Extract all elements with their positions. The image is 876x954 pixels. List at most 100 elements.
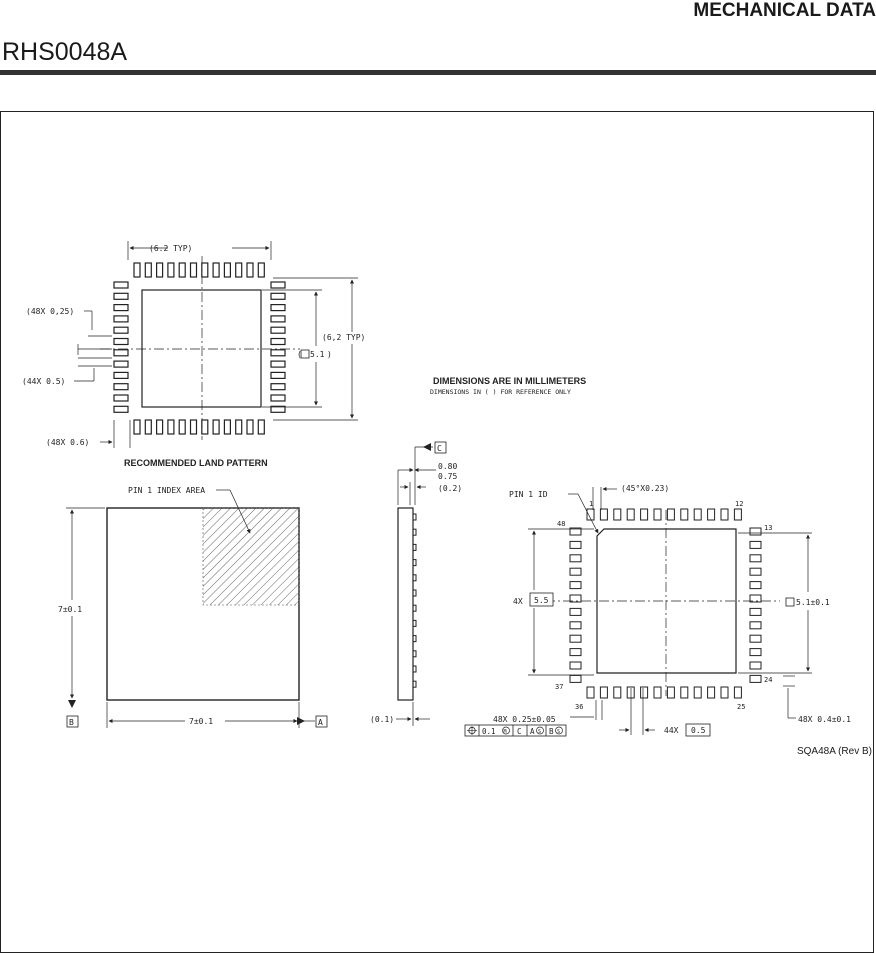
lead-pad bbox=[749, 554, 762, 563]
bottom-pads-right bbox=[749, 527, 762, 683]
pin-36-label: 36 bbox=[575, 703, 583, 711]
lead-pad bbox=[733, 686, 742, 699]
svg-text:C: C bbox=[437, 444, 442, 453]
lead-pad bbox=[749, 594, 762, 603]
land-pads-left bbox=[113, 281, 129, 413]
land-pad bbox=[113, 349, 129, 357]
side-view bbox=[396, 446, 436, 726]
land-pad bbox=[133, 262, 141, 278]
land-pad bbox=[156, 419, 164, 435]
position-tolerance-frame: 0.1 M C A S B S bbox=[464, 724, 567, 737]
lead-pad bbox=[569, 554, 582, 563]
land-pad bbox=[178, 419, 186, 435]
lead-pad bbox=[569, 567, 582, 576]
lead-pad bbox=[626, 508, 635, 521]
land-pad bbox=[113, 326, 129, 334]
land-pad bbox=[270, 281, 286, 289]
land-width-typ: (6.2 TYP) bbox=[149, 244, 192, 253]
lead-pad bbox=[569, 540, 582, 549]
land-pad bbox=[212, 419, 220, 435]
svg-text:C: C bbox=[517, 727, 522, 736]
pin1-index-label: PIN 1 INDEX AREA bbox=[128, 486, 205, 495]
land-pad bbox=[167, 419, 175, 435]
lead-pad bbox=[569, 607, 582, 616]
side-lead bbox=[412, 513, 417, 521]
units-title: DIMENSIONS ARE IN MILLIMETERS bbox=[433, 376, 586, 386]
svg-text:A: A bbox=[318, 718, 323, 727]
lead-pad bbox=[749, 674, 762, 683]
land-pad bbox=[235, 419, 243, 435]
side-lead bbox=[412, 604, 417, 612]
lead-pad bbox=[569, 661, 582, 670]
svg-text:S: S bbox=[538, 729, 541, 735]
pin-13-label: 13 bbox=[764, 524, 772, 532]
lead-pad bbox=[666, 508, 675, 521]
svg-text:M: M bbox=[504, 729, 507, 735]
lead-pad bbox=[749, 621, 762, 630]
top-view-width: 7±0.1 bbox=[189, 717, 213, 726]
side-lead bbox=[412, 574, 417, 582]
bottom-pitch-dim: 44X 0.5 bbox=[664, 723, 711, 737]
land-pitch: (44X 0.5) bbox=[22, 377, 65, 386]
lead-pad bbox=[569, 674, 582, 683]
lead-pad bbox=[680, 686, 689, 699]
pin-37-label: 37 bbox=[555, 683, 563, 691]
svg-text:5.1±0.1: 5.1±0.1 bbox=[796, 598, 830, 607]
lead-pad bbox=[599, 508, 608, 521]
land-pad bbox=[246, 419, 254, 435]
lead-pad bbox=[613, 508, 622, 521]
pin1-index-area bbox=[202, 507, 300, 606]
mmc-icon bbox=[502, 726, 510, 735]
land-pad bbox=[113, 383, 129, 391]
svg-text:0.1: 0.1 bbox=[482, 727, 496, 736]
land-pad-square: ( 5.1 ) bbox=[297, 349, 332, 359]
land-pad bbox=[257, 262, 265, 278]
header-rule bbox=[0, 70, 876, 75]
side-lead bbox=[412, 543, 417, 551]
lead-pad bbox=[749, 540, 762, 549]
lead-pad bbox=[640, 686, 649, 699]
land-pad bbox=[270, 315, 286, 323]
land-pad bbox=[113, 405, 129, 413]
land-pad bbox=[178, 262, 186, 278]
lead-pad bbox=[653, 686, 662, 699]
land-pad bbox=[257, 419, 265, 435]
side-lead bbox=[412, 680, 417, 688]
datum-c: C bbox=[423, 441, 447, 454]
svg-text:): ) bbox=[327, 350, 332, 359]
land-pattern bbox=[74, 241, 358, 448]
lead-pad bbox=[653, 508, 662, 521]
land-pad bbox=[270, 337, 286, 346]
land-pads-top bbox=[133, 262, 265, 278]
side-offset: (0.1) bbox=[370, 715, 394, 724]
side-view-body bbox=[397, 507, 414, 701]
land-pad bbox=[113, 337, 129, 346]
bottom-pads-left bbox=[569, 527, 582, 683]
lead-pad bbox=[569, 621, 582, 630]
lead-pad bbox=[586, 508, 595, 521]
svg-text:A: A bbox=[530, 727, 535, 736]
lead-pad bbox=[569, 648, 582, 657]
land-pad bbox=[113, 360, 129, 368]
side-view-leads bbox=[412, 513, 417, 688]
lead-pad bbox=[749, 648, 762, 657]
lead-width-label: 48X 0.25±0.05 bbox=[493, 715, 556, 724]
lead-pad bbox=[749, 581, 762, 590]
land-pad-width: (48X 0,25) bbox=[26, 307, 74, 316]
land-pad bbox=[113, 304, 129, 312]
pin-25-label: 25 bbox=[737, 703, 745, 711]
land-pad bbox=[113, 292, 129, 300]
land-pad bbox=[223, 262, 231, 278]
svg-text:5.5: 5.5 bbox=[534, 596, 549, 605]
lead-pad bbox=[749, 634, 762, 643]
land-pad bbox=[113, 394, 129, 402]
side-lead bbox=[412, 559, 417, 567]
land-thermal-pad bbox=[141, 289, 262, 408]
pin-48-label: 48 bbox=[557, 520, 565, 528]
units-subtitle: DIMENSIONS IN ( ) FOR REFERENCE ONLY bbox=[430, 388, 571, 396]
land-pad bbox=[167, 262, 175, 278]
rfs-icon-a bbox=[536, 726, 544, 735]
land-pad bbox=[270, 371, 286, 379]
svg-text:B: B bbox=[549, 727, 554, 736]
land-pad bbox=[144, 419, 152, 435]
